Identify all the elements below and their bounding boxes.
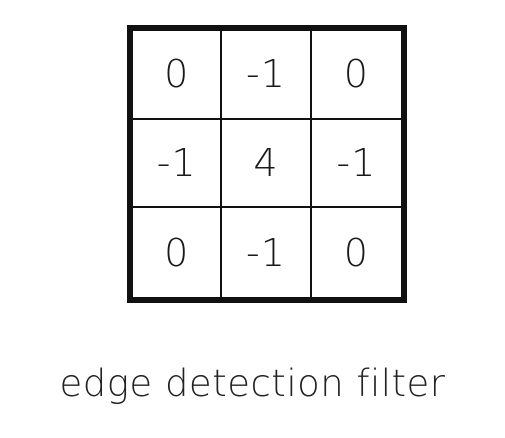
kernel-matrix: 0 -1 0 -1 4 -1 0 -1 0	[127, 25, 407, 303]
kernel-cell-r1-c2: -1	[222, 31, 312, 120]
kernel-cell-r3-c1: 0	[133, 208, 223, 297]
kernel-cell-r3-c3: 0	[343, 230, 369, 275]
kernel-cell-r2-c3: -1	[311, 120, 401, 209]
kernel-cell-r2-c2: 4	[222, 119, 312, 209]
kernel-cell-r3-c2: -1	[222, 208, 312, 297]
caption: edge detection filter	[59, 362, 446, 405]
kernel-cell-r2-c1: -1	[133, 119, 223, 209]
kernel-cell-r1-c3: 0	[311, 31, 401, 120]
kernel-cell-r1-c1: 0	[133, 31, 223, 120]
